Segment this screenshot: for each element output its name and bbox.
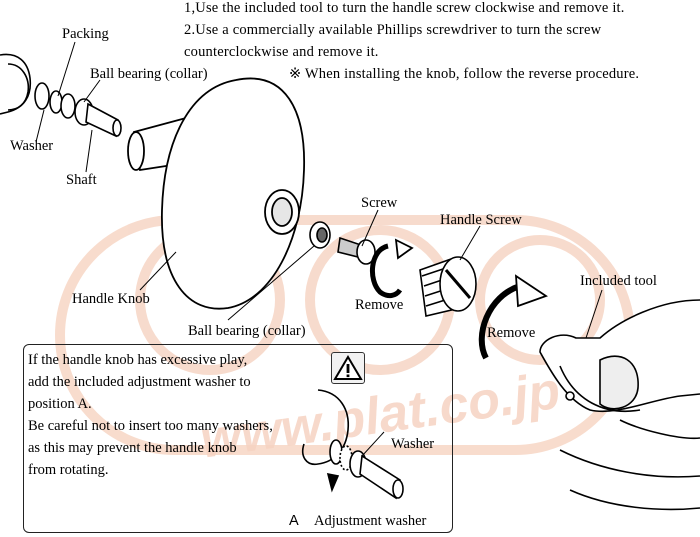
label-remove-2: Remove bbox=[487, 325, 536, 341]
warning-triangle-icon bbox=[331, 352, 365, 384]
label-ball-bearing-bottom: Ball bearing (collar) bbox=[188, 323, 306, 339]
label-included-tool: Included tool bbox=[580, 273, 657, 289]
note-line-4: Be careful not to insert too many washer… bbox=[28, 418, 273, 434]
label-packing: Packing bbox=[62, 26, 109, 42]
inset-label-washer: Washer bbox=[391, 436, 435, 452]
label-shaft: Shaft bbox=[66, 172, 97, 188]
instruction-note: ※ When installing the knob, follow the r… bbox=[289, 66, 640, 82]
screw-part bbox=[337, 236, 376, 265]
rotate-arrow-1 bbox=[369, 238, 414, 299]
note-line-1: If the handle knob has excessive play, bbox=[28, 352, 248, 368]
note-line-3: position A. bbox=[28, 396, 92, 412]
instruction-line-1: 1,Use the included tool to turn the hand… bbox=[184, 0, 625, 16]
inset-detail bbox=[302, 389, 404, 500]
note-line-6: from rotating. bbox=[28, 462, 109, 478]
note-line-5: as this may prevent the handle knob bbox=[28, 440, 237, 456]
inset-label-adjustment-washer: Adjustment washer bbox=[314, 513, 427, 529]
handle-knob-shape bbox=[127, 77, 305, 310]
instruction-line-3: counterclockwise and remove it. bbox=[184, 44, 379, 60]
leader-lines bbox=[35, 41, 603, 339]
note-line-2: add the included adjustment washer to bbox=[28, 374, 251, 390]
label-remove-1: Remove bbox=[355, 297, 404, 313]
label-handle-screw: Handle Screw bbox=[440, 212, 522, 228]
label-screw: Screw bbox=[361, 195, 398, 211]
inset-label-position-a: A bbox=[289, 513, 299, 529]
label-washer-left: Washer bbox=[10, 138, 54, 154]
label-ball-bearing-top: Ball bearing (collar) bbox=[90, 66, 208, 82]
arm-top-left bbox=[0, 53, 122, 138]
adjustment-note-box: If the handle knob has excessive play, a… bbox=[23, 344, 453, 533]
instruction-line-2: 2.Use a commercially available Phillips … bbox=[184, 22, 602, 38]
handle-screw-part bbox=[419, 256, 477, 317]
label-handle-knob: Handle Knob bbox=[72, 291, 150, 307]
ball-bearing-small bbox=[309, 221, 331, 249]
included-tool-with-hand bbox=[539, 299, 700, 511]
rotate-arrow-2 bbox=[478, 274, 548, 360]
